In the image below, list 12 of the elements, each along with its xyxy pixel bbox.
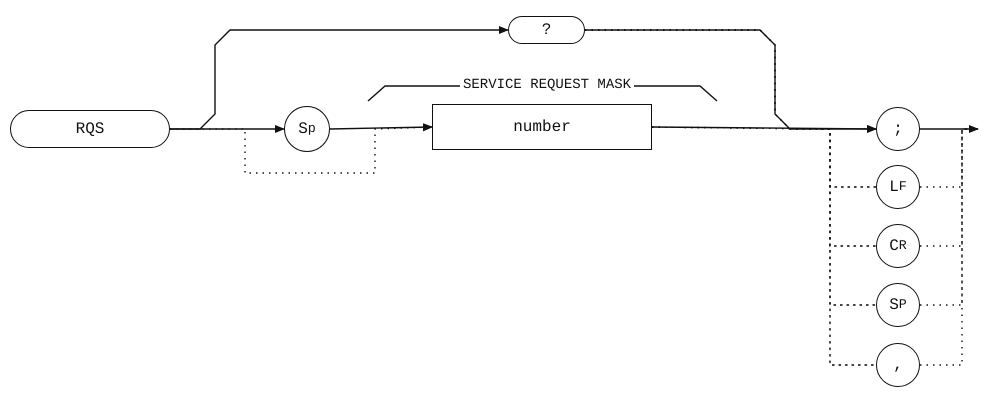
symbol-circle: ; bbox=[876, 107, 920, 151]
arrow bbox=[652, 124, 877, 133]
parameter-box: number bbox=[432, 104, 652, 150]
dotted-path bbox=[920, 128, 978, 366]
arrow bbox=[170, 125, 285, 133]
bracket-label: SERVICE REQUEST MASK bbox=[460, 77, 634, 93]
arrow bbox=[330, 123, 433, 132]
dotted-path bbox=[585, 29, 876, 366]
keyword-box: ? bbox=[508, 16, 585, 44]
symbol-circle: , bbox=[876, 343, 920, 387]
arrow bbox=[920, 125, 979, 133]
keyword-box: RQS bbox=[10, 110, 170, 148]
